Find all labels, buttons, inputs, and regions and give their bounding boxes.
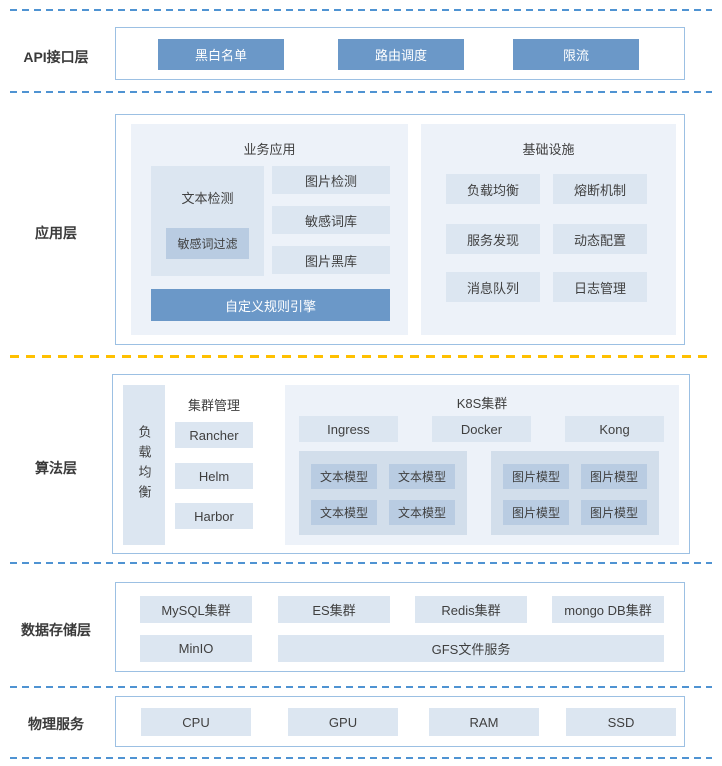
business-app-panel: 业务应用 文本检测 敏感词过滤 图片检测 敏感词库 图片黑库 自定义规则引擎 bbox=[131, 124, 408, 335]
infra-item-dynamic-config: 动态配置 bbox=[553, 224, 647, 254]
layer-label-application: 应用层 bbox=[35, 225, 77, 241]
physical-item-ram: RAM bbox=[429, 708, 539, 736]
layer-label-storage: 数据存储层 bbox=[21, 622, 91, 638]
infra-panel: 基础设施 负载均衡 熔断机制 服务发现 动态配置 消息队列 日志管理 bbox=[421, 124, 676, 335]
k8s-panel: K8S集群 Ingress Docker Kong 文本模型 文本模型 文本模型… bbox=[285, 385, 679, 545]
cluster-mgmt-title: 集群管理 bbox=[187, 398, 240, 413]
storage-item-mysql: MySQL集群 bbox=[140, 596, 252, 623]
text-model-group: 文本模型 文本模型 文本模型 文本模型 bbox=[299, 451, 467, 535]
infra-item-load-balance: 负载均衡 bbox=[446, 174, 540, 204]
cluster-item-rancher: Rancher bbox=[175, 422, 253, 448]
infra-item-service-discovery: 服务发现 bbox=[446, 224, 540, 254]
separator-dashed-blue-2 bbox=[10, 91, 712, 93]
algo-layer-box: 负载均衡 集群管理 Rancher Helm Harbor K8S集群 Ingr… bbox=[112, 374, 690, 554]
image-model-block: 图片模型 bbox=[581, 464, 647, 489]
api-item-routing: 路由调度 bbox=[338, 39, 464, 70]
sensitive-lexicon-block: 敏感词库 bbox=[272, 206, 390, 234]
business-app-title: 业务应用 bbox=[243, 142, 296, 157]
k8s-title: K8S集群 bbox=[456, 396, 508, 411]
infra-item-message-queue: 消息队列 bbox=[446, 272, 540, 302]
infra-item-circuit-break: 熔断机制 bbox=[553, 174, 647, 204]
storage-item-es: ES集群 bbox=[278, 596, 390, 623]
image-model-block: 图片模型 bbox=[503, 464, 569, 489]
sensitive-filter-block: 敏感词过滤 bbox=[166, 228, 249, 259]
cluster-item-harbor: Harbor bbox=[175, 503, 253, 529]
image-model-group: 图片模型 图片模型 图片模型 图片模型 bbox=[491, 451, 659, 535]
text-model-block: 文本模型 bbox=[389, 464, 455, 489]
text-model-block: 文本模型 bbox=[311, 500, 377, 525]
cluster-mgmt-group: 集群管理 Rancher Helm Harbor bbox=[175, 375, 253, 555]
text-detect-label: 文本检测 bbox=[181, 191, 234, 206]
lb-vertical-block: 负载均衡 bbox=[123, 385, 165, 545]
api-item-blacklist-whitelist: 黑白名单 bbox=[158, 39, 284, 70]
separator-dashed-blue-3 bbox=[10, 562, 712, 564]
physical-item-ssd: SSD bbox=[566, 708, 676, 736]
rule-engine-bar: 自定义规则引擎 bbox=[151, 289, 390, 321]
minio-block: MinIO bbox=[140, 635, 252, 662]
infra-title: 基础设施 bbox=[522, 142, 575, 157]
gateway-item-kong: Kong bbox=[565, 416, 664, 442]
physical-item-gpu: GPU bbox=[288, 708, 398, 736]
separator-dashed-blue-bottom bbox=[10, 757, 712, 759]
infra-item-log-mgmt: 日志管理 bbox=[553, 272, 647, 302]
cluster-item-helm: Helm bbox=[175, 463, 253, 489]
image-model-block: 图片模型 bbox=[581, 500, 647, 525]
image-model-block: 图片模型 bbox=[503, 500, 569, 525]
layer-label-api: API接口层 bbox=[23, 49, 89, 65]
storage-item-redis: Redis集群 bbox=[415, 596, 527, 623]
app-layer-box: 业务应用 文本检测 敏感词过滤 图片检测 敏感词库 图片黑库 自定义规则引擎 基… bbox=[115, 114, 685, 345]
separator-dashed-blue-top bbox=[10, 9, 712, 11]
separator-dashed-blue-4 bbox=[10, 686, 712, 688]
text-model-block: 文本模型 bbox=[311, 464, 377, 489]
storage-layer-box: MySQL集群 ES集群 Redis集群 mongo DB集群 MinIO GF… bbox=[115, 582, 685, 672]
storage-item-mongodb: mongo DB集群 bbox=[552, 596, 664, 623]
image-blacklist-block: 图片黑库 bbox=[272, 246, 390, 274]
physical-layer-box: CPU GPU RAM SSD bbox=[115, 696, 685, 747]
layer-label-physical: 物理服务 bbox=[28, 716, 84, 732]
gateway-item-ingress: Ingress bbox=[299, 416, 398, 442]
api-layer-box: 黑白名单 路由调度 限流 bbox=[115, 27, 685, 80]
layer-label-algorithm: 算法层 bbox=[35, 460, 77, 476]
api-item-rate-limit: 限流 bbox=[513, 39, 639, 70]
physical-item-cpu: CPU bbox=[141, 708, 251, 736]
gfs-block: GFS文件服务 bbox=[278, 635, 664, 662]
text-detect-block: 文本检测 bbox=[151, 166, 264, 276]
image-detect-block: 图片检测 bbox=[272, 166, 390, 194]
text-model-block: 文本模型 bbox=[389, 500, 455, 525]
separator-dashed-yellow bbox=[10, 355, 712, 358]
gateway-item-docker: Docker bbox=[432, 416, 531, 442]
